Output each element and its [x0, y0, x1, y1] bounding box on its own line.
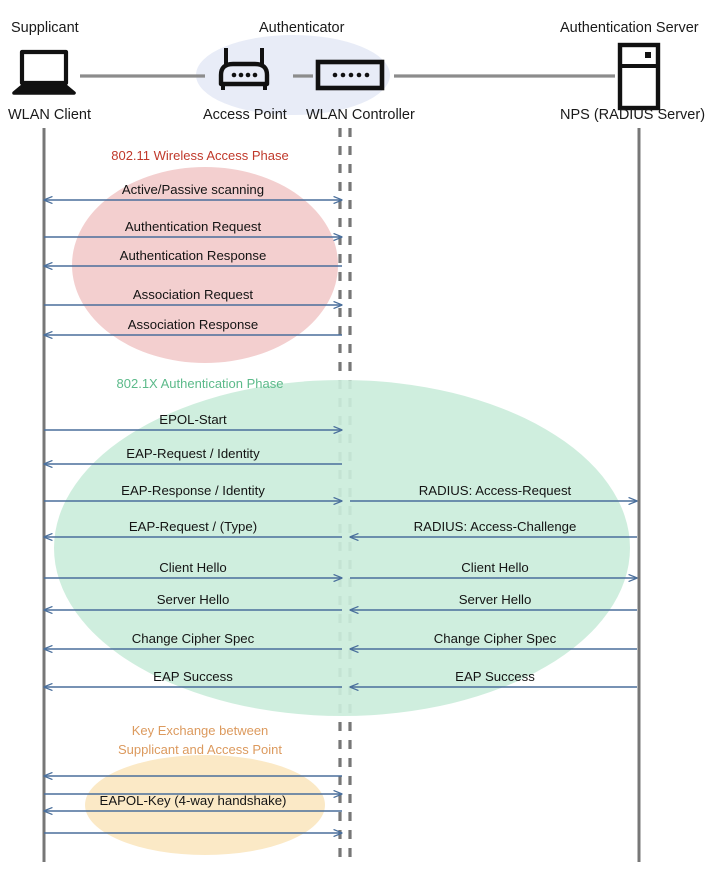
- msg-label-eap-request-identity: EAP-Request / Identity: [126, 446, 260, 461]
- msg-label-authentication-request: Authentication Request: [124, 219, 262, 234]
- msg-label-server-hello-left: Server Hello: [156, 592, 230, 607]
- node-label-nps-radius: NPS (RADIUS Server): [560, 107, 706, 123]
- phase-label-80211: 802.11 Wireless Access Phase: [111, 148, 289, 163]
- msg-label-eap-request-type: EAP-Request / (Type): [128, 519, 258, 534]
- msg-label-eap-success-left: EAP Success: [153, 669, 233, 684]
- msg-label-eap-success-right: EAP Success: [455, 669, 535, 684]
- node-label-wlan-client: WLAN Client: [8, 107, 91, 123]
- msg-label-association-response: Association Response: [127, 317, 259, 332]
- phase-label-8021x: 802.1X Authentication Phase: [116, 376, 284, 391]
- msg-label-radius-access-request: RADIUS: Access-Request: [418, 483, 572, 498]
- phase-label-key-exchange-line2: Supplicant and Access Point: [117, 742, 283, 757]
- phase-blob-key-exchange: [85, 755, 325, 855]
- msg-label-authentication-response: Authentication Response: [119, 248, 267, 263]
- role-title-authenticator: Authenticator: [259, 20, 345, 36]
- msg-label-association-request: Association Request: [132, 287, 254, 302]
- laptop-icon: [12, 49, 76, 95]
- access-point-icon: [218, 48, 270, 90]
- msg-label-eapol-start: EPOL-Start: [159, 412, 227, 427]
- role-title-supplicant: Supplicant: [11, 20, 79, 36]
- msg-label-eapol-key-handshake: EAPOL-Key (4-way handshake): [99, 793, 287, 808]
- msg-label-client-hello-right: Client Hello: [461, 560, 529, 575]
- msg-label-active-passive-scanning: Active/Passive scanning: [121, 182, 265, 197]
- phase-label-key-exchange-line1: Key Exchange between: [131, 723, 269, 738]
- msg-label-eap-response-identity: EAP-Response / Identity: [121, 483, 265, 498]
- msg-label-radius-access-challenge: RADIUS: Access-Challenge: [413, 519, 577, 534]
- node-label-wlan-controller: WLAN Controller: [306, 107, 415, 123]
- role-title-auth-server: Authentication Server: [560, 20, 699, 36]
- phase-blob-80211: [72, 167, 338, 363]
- msg-label-change-cipher-spec-left: Change Cipher Spec: [131, 631, 255, 646]
- node-label-access-point: Access Point: [203, 107, 287, 123]
- msg-label-client-hello-left: Client Hello: [159, 560, 227, 575]
- msg-label-change-cipher-spec-right: Change Cipher Spec: [433, 631, 557, 646]
- wlan-controller-icon: [315, 59, 385, 91]
- server-icon: [617, 42, 661, 111]
- msg-label-server-hello-right: Server Hello: [458, 592, 532, 607]
